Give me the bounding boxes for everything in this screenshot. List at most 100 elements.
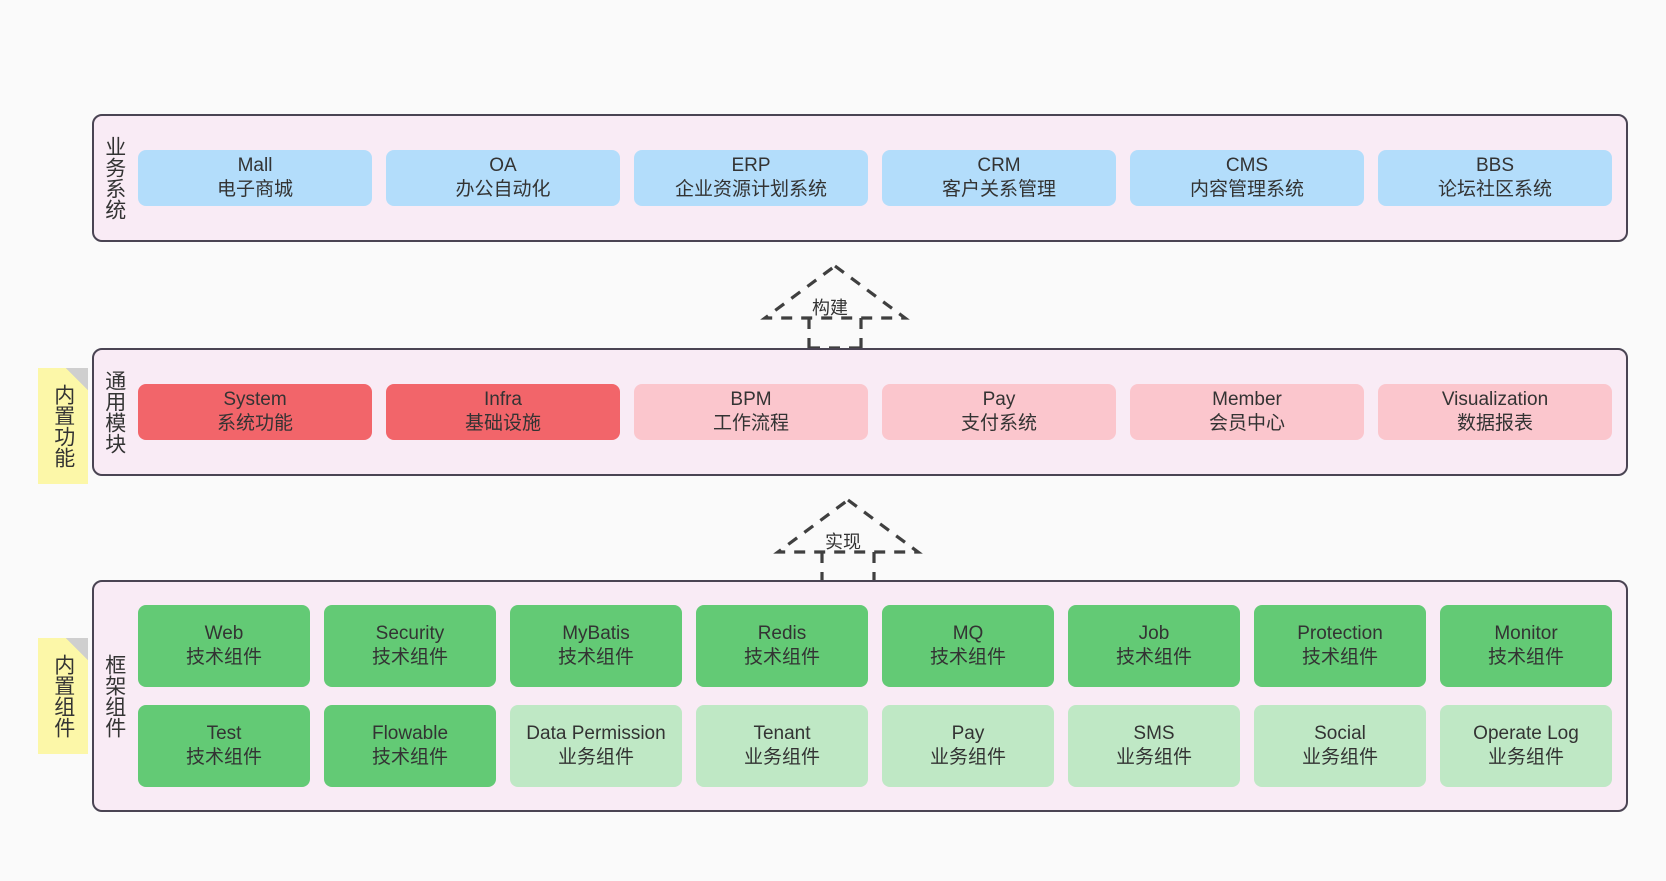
module-card-title: BPM [730, 389, 772, 411]
module-card-erp[interactable]: ERP 企业资源计划系统 [634, 150, 868, 206]
module-card-title: Operate Log [1473, 723, 1579, 745]
module-card-title: ERP [731, 155, 771, 177]
layer-common-module-row: System 系统功能 Infra 基础设施 BPM 工作流程 Pay 支付系统… [138, 384, 1612, 440]
sticky-note-builtin-components: 内置组件 [38, 638, 88, 754]
module-card-infra[interactable]: Infra 基础设施 [386, 384, 620, 440]
module-card-title: Mall [237, 155, 273, 177]
module-card-bbs[interactable]: BBS 论坛社区系统 [1378, 150, 1612, 206]
module-card-pay-business[interactable]: Pay 业务组件 [882, 705, 1054, 787]
module-card-subtitle: 技术组件 [371, 647, 448, 668]
connector-implement-label: 实现 [825, 532, 861, 552]
module-card-flowable[interactable]: Flowable 技术组件 [324, 705, 496, 787]
layer-business-system-row: Mall 电子商城 OA 办公自动化 ERP 企业资源计划系统 CRM 客户关系… [138, 150, 1612, 206]
connector-build-label: 构建 [812, 298, 848, 318]
layer-business-system: 业务系统 Mall 电子商城 OA 办公自动化 ERP 企业资源计划系统 CRM… [92, 114, 1628, 242]
module-card-mall[interactable]: Mall 电子商城 [138, 150, 372, 206]
module-card-redis[interactable]: Redis 技术组件 [696, 605, 868, 687]
module-card-subtitle: 技术组件 [185, 647, 262, 668]
module-card-monitor[interactable]: Monitor 技术组件 [1440, 605, 1612, 687]
module-card-title: SMS [1133, 723, 1175, 745]
module-card-title: Visualization [1441, 389, 1549, 411]
module-card-subtitle: 技术组件 [1301, 647, 1378, 668]
module-card-member[interactable]: Member 会员中心 [1130, 384, 1364, 440]
module-card-sms[interactable]: SMS 业务组件 [1068, 705, 1240, 787]
module-card-bpm[interactable]: BPM 工作流程 [634, 384, 868, 440]
module-card-title: Web [204, 623, 244, 645]
module-card-oa[interactable]: OA 办公自动化 [386, 150, 620, 206]
layer-business-system-body: Mall 电子商城 OA 办公自动化 ERP 企业资源计划系统 CRM 客户关系… [134, 116, 1626, 240]
module-card-web[interactable]: Web 技术组件 [138, 605, 310, 687]
module-card-subtitle: 技术组件 [929, 647, 1006, 668]
module-card-title: Security [375, 623, 445, 645]
module-card-operate-log[interactable]: Operate Log 业务组件 [1440, 705, 1612, 787]
layer-framework-component-title: 框架组件 [102, 654, 126, 738]
layer-framework-component-row-business: Test 技术组件 Flowable 技术组件 Data Permission … [138, 705, 1612, 787]
layer-framework-component-row-tech: Web 技术组件 Security 技术组件 MyBatis 技术组件 Redi… [138, 605, 1612, 687]
module-card-test[interactable]: Test 技术组件 [138, 705, 310, 787]
layer-framework-component: 框架组件 Web 技术组件 Security 技术组件 MyBatis 技术组件… [92, 580, 1628, 812]
module-card-system[interactable]: System 系统功能 [138, 384, 372, 440]
module-card-mybatis[interactable]: MyBatis 技术组件 [510, 605, 682, 687]
module-card-subtitle: 技术组件 [743, 647, 820, 668]
module-card-visualization[interactable]: Visualization 数据报表 [1378, 384, 1612, 440]
module-card-title: Flowable [371, 723, 449, 745]
module-card-subtitle: 业务组件 [929, 747, 1006, 768]
module-card-cms[interactable]: CMS 内容管理系统 [1130, 150, 1364, 206]
layer-business-system-title: 业务系统 [102, 136, 126, 220]
module-card-pay[interactable]: Pay 支付系统 [882, 384, 1116, 440]
module-card-title: Data Permission [526, 723, 666, 745]
module-card-subtitle: 业务组件 [743, 747, 820, 768]
module-card-subtitle: 办公自动化 [455, 179, 551, 200]
module-card-security[interactable]: Security 技术组件 [324, 605, 496, 687]
sticky-note-builtin-features: 内置功能 [38, 368, 88, 484]
module-card-subtitle: 支付系统 [960, 413, 1037, 434]
module-card-job[interactable]: Job 技术组件 [1068, 605, 1240, 687]
module-card-subtitle: 技术组件 [185, 747, 262, 768]
note-fold-corner-icon [66, 638, 88, 660]
module-card-subtitle: 论坛社区系统 [1437, 179, 1552, 200]
module-card-title: Social [1314, 723, 1366, 745]
layer-common-module: 通用模块 System 系统功能 Infra 基础设施 BPM 工作流程 Pay… [92, 348, 1628, 476]
module-card-data-permission[interactable]: Data Permission 业务组件 [510, 705, 682, 787]
module-card-title: System [223, 389, 287, 411]
module-card-subtitle: 技术组件 [1115, 647, 1192, 668]
module-card-title: BBS [1475, 155, 1515, 177]
module-card-title: Tenant [753, 723, 811, 745]
module-card-title: Job [1138, 623, 1170, 645]
module-card-subtitle: 企业资源计划系统 [674, 179, 827, 200]
module-card-title: MQ [952, 623, 984, 645]
module-card-protection[interactable]: Protection 技术组件 [1254, 605, 1426, 687]
module-card-subtitle: 电子商城 [216, 179, 293, 200]
module-card-title: Pay [982, 389, 1016, 411]
module-card-title: MyBatis [562, 623, 630, 645]
module-card-subtitle: 基础设施 [464, 413, 541, 434]
module-card-subtitle: 业务组件 [1115, 747, 1192, 768]
module-card-subtitle: 业务组件 [557, 747, 634, 768]
module-card-title: Redis [757, 623, 807, 645]
module-card-subtitle: 业务组件 [1487, 747, 1564, 768]
module-card-subtitle: 业务组件 [1301, 747, 1378, 768]
sticky-note-text: 内置功能 [51, 384, 75, 468]
module-card-subtitle: 会员中心 [1208, 413, 1285, 434]
module-card-title: Protection [1297, 623, 1383, 645]
module-card-subtitle: 技术组件 [557, 647, 634, 668]
module-card-tenant[interactable]: Tenant 业务组件 [696, 705, 868, 787]
note-fold-corner-icon [66, 368, 88, 390]
module-card-title: Member [1212, 389, 1282, 411]
module-card-mq[interactable]: MQ 技术组件 [882, 605, 1054, 687]
module-card-subtitle: 系统功能 [216, 413, 293, 434]
module-card-title: CMS [1225, 155, 1269, 177]
module-card-title: Pay [951, 723, 985, 745]
module-card-title: Monitor [1494, 623, 1558, 645]
module-card-subtitle: 内容管理系统 [1189, 179, 1304, 200]
module-card-title: OA [489, 155, 517, 177]
module-card-social[interactable]: Social 业务组件 [1254, 705, 1426, 787]
module-card-subtitle: 客户关系管理 [941, 179, 1056, 200]
module-card-crm[interactable]: CRM 客户关系管理 [882, 150, 1116, 206]
layer-framework-component-body: Web 技术组件 Security 技术组件 MyBatis 技术组件 Redi… [134, 582, 1626, 810]
layer-common-module-body: System 系统功能 Infra 基础设施 BPM 工作流程 Pay 支付系统… [134, 350, 1626, 474]
module-card-title: Infra [483, 389, 523, 411]
module-card-title: Test [206, 723, 242, 745]
sticky-note-text: 内置组件 [51, 654, 75, 738]
